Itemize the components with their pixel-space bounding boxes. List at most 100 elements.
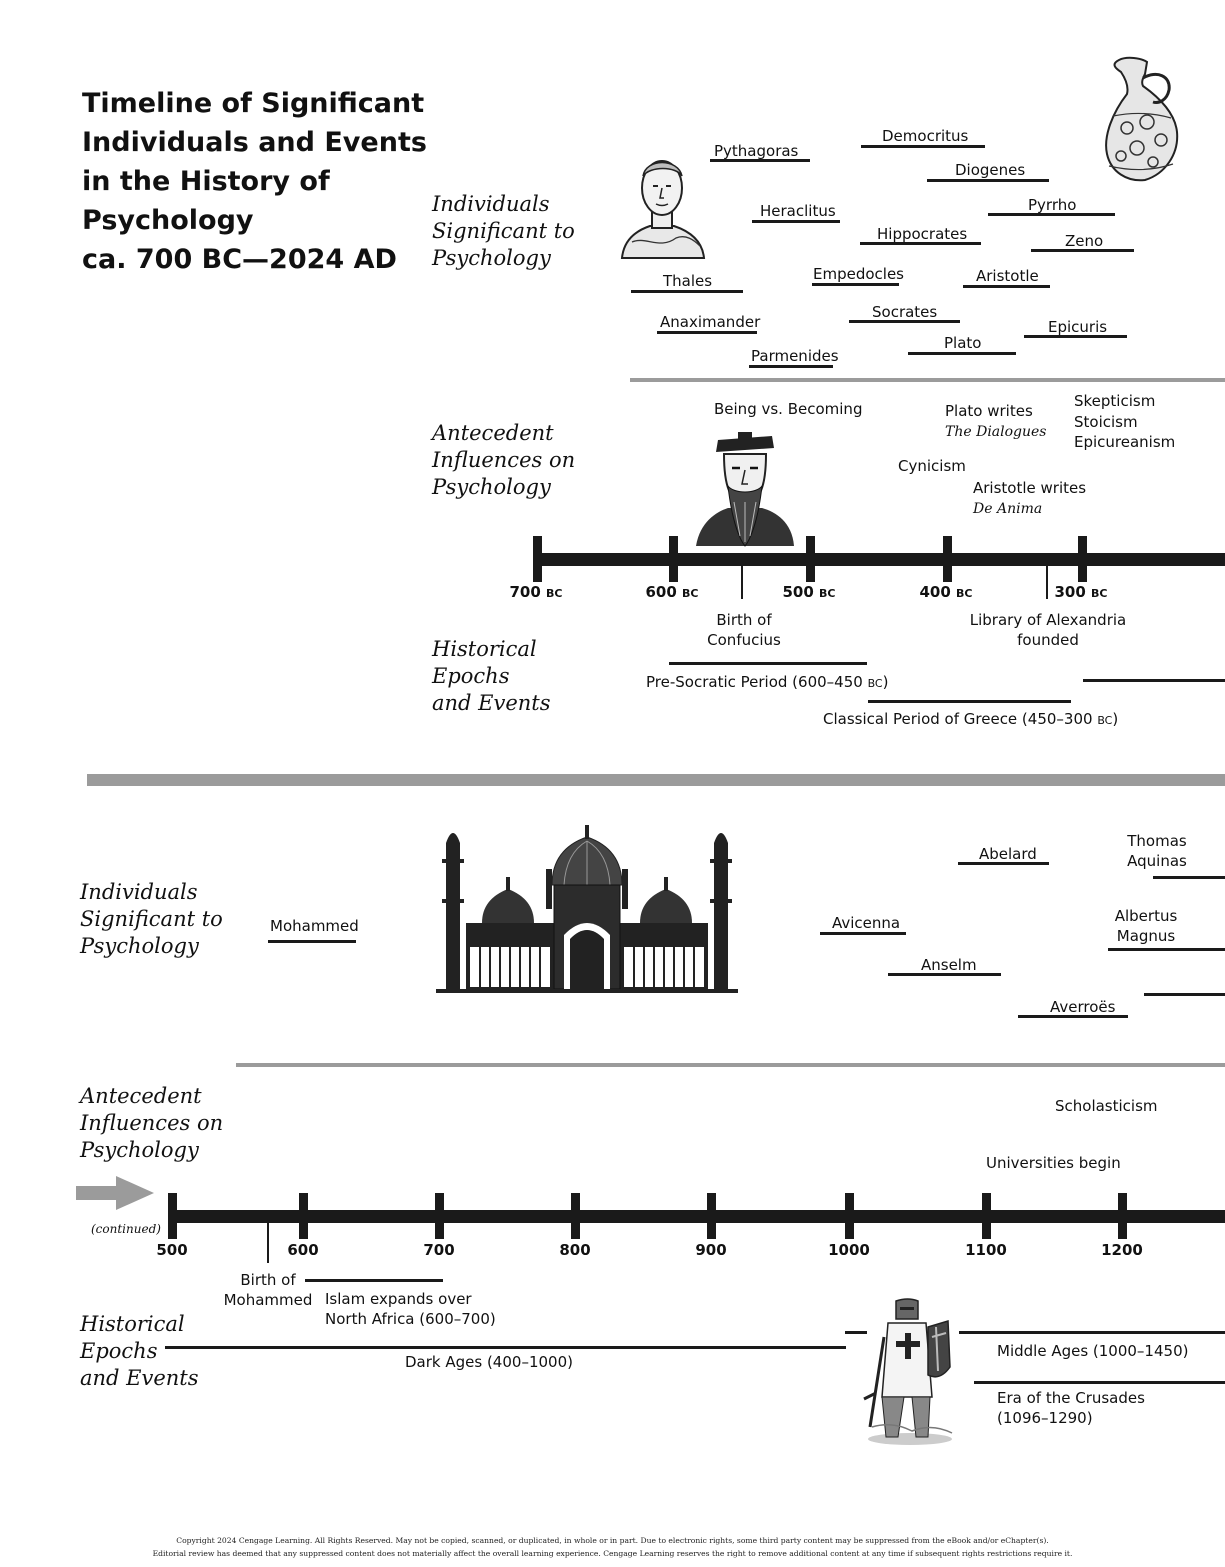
tick-label: 400 BC <box>919 583 973 601</box>
individual-label: Aristotle <box>976 267 1039 285</box>
individual-label: Pythagoras <box>714 142 799 160</box>
timeline-tick <box>845 1193 854 1239</box>
individual-lifespan-bar <box>908 352 1016 355</box>
section-divider <box>236 1063 1225 1067</box>
mosque-icon <box>436 825 738 993</box>
section-line: Psychology <box>80 934 199 958</box>
event-label: Birth of Confucius <box>684 610 804 650</box>
event-marker <box>1046 561 1048 599</box>
individual-lifespan-bar <box>1018 1015 1128 1018</box>
section-line: Individuals <box>432 192 550 216</box>
timeline-tick <box>982 1193 991 1239</box>
antecedent-label: Plato writes <box>945 402 1033 420</box>
antecedent-label: Stoicism <box>1074 413 1138 431</box>
individual-lifespan-bar <box>958 862 1049 865</box>
section-divider <box>630 378 1225 382</box>
section-line: Significant to <box>80 907 223 931</box>
individual-label: Heraclitus <box>760 202 836 220</box>
individual-label: Albertus Magnus <box>1104 906 1188 946</box>
section-line: Epochs <box>80 1339 158 1363</box>
individual-label: Diogenes <box>955 161 1026 179</box>
section-individuals-heading: Individuals Significant to Psychology <box>432 191 575 272</box>
event-marker <box>267 1218 269 1263</box>
title-line: ca. 700 BC—2024 AD <box>82 244 397 275</box>
epoch-bar <box>165 1346 846 1349</box>
section-line: and Events <box>432 691 551 715</box>
antecedent-label: The Dialogues <box>945 424 1047 440</box>
individual-lifespan-bar <box>752 220 840 223</box>
individual-lifespan-bar <box>749 365 833 368</box>
section-line: Historical <box>80 1312 185 1336</box>
epoch-bar <box>868 700 1071 703</box>
antecedent-label: Being vs. Becoming <box>714 400 863 418</box>
epoch-bar <box>1083 679 1225 682</box>
event-line: Era of the Crusades <box>997 1389 1145 1407</box>
timeline-tick <box>669 536 678 582</box>
individual-label: Socrates <box>872 303 938 321</box>
individual-label: Parmenides <box>751 347 839 365</box>
timeline-axis <box>168 1210 1225 1223</box>
individual-lifespan-bar <box>1144 993 1225 996</box>
section-line: Psychology <box>432 475 551 499</box>
section-line: Individuals <box>80 880 198 904</box>
timeline-tick <box>168 1193 177 1239</box>
title-line: Timeline of Significant <box>82 88 425 119</box>
antecedent-label: Scholasticism <box>1055 1097 1158 1115</box>
timeline-tick <box>1078 536 1087 582</box>
individual-label: Thomas Aquinas <box>1115 831 1199 871</box>
copyright-line: Copyright 2024 Cengage Learning. All Rig… <box>176 1536 1049 1545</box>
individual-label: Avicenna <box>832 914 901 932</box>
timeline-tick <box>571 1193 580 1239</box>
individual-label: Democritus <box>882 127 969 145</box>
individual-label: Epicuris <box>1048 318 1108 336</box>
tick-label: 700 BC <box>509 583 563 601</box>
tick-label: 800 <box>559 1241 591 1259</box>
panel-divider <box>87 774 1225 786</box>
antecedent-label: Universities begin <box>986 1154 1121 1172</box>
section-line: Antecedent <box>80 1084 202 1108</box>
section-line: Influences on <box>432 448 576 472</box>
section-line: Significant to <box>432 219 575 243</box>
event-line: Islam expands over <box>325 1290 472 1308</box>
tick-label: 1200 <box>1101 1241 1143 1259</box>
greek-vase-icon <box>1105 56 1179 182</box>
individual-label: Anselm <box>921 956 977 974</box>
individual-lifespan-bar <box>657 331 757 334</box>
event-line: Confucius <box>707 631 781 649</box>
event-marker <box>741 561 743 599</box>
individual-lifespan-bar <box>1153 876 1225 879</box>
epoch-bar <box>959 1331 1225 1334</box>
timeline-axis <box>533 553 1225 566</box>
section-line: and Events <box>80 1366 199 1390</box>
epoch-bar <box>974 1381 1225 1384</box>
tick-label: 1000 <box>828 1241 870 1259</box>
individual-lifespan-bar <box>710 159 810 162</box>
individual-lifespan-bar <box>860 242 981 245</box>
tick-label: 500 <box>156 1241 188 1259</box>
tick-label: 1100 <box>965 1241 1007 1259</box>
tick-label: 300 BC <box>1054 583 1108 601</box>
individual-label: Pyrrho <box>1028 196 1077 214</box>
timeline-tick <box>1118 1193 1127 1239</box>
section-historical-heading: Historical Epochs and Events <box>432 636 551 717</box>
individual-lifespan-bar <box>927 179 1049 182</box>
greek-bust-icon <box>620 160 706 259</box>
timeline-tick <box>299 1193 308 1239</box>
individual-label: Empedocles <box>813 265 904 283</box>
individual-label: Abelard <box>979 845 1037 863</box>
event-label: Islam expands over North Africa (600–700… <box>325 1289 496 1329</box>
section-line: Influences on <box>80 1111 224 1135</box>
continued-arrow-icon <box>76 1176 154 1210</box>
timeline-tick <box>435 1193 444 1239</box>
event-line: Birth of <box>716 611 772 629</box>
epoch-label: Era of the Crusades (1096–1290) <box>997 1388 1145 1428</box>
timeline-tick <box>707 1193 716 1239</box>
crusader-knight-icon <box>863 1298 953 1445</box>
antecedent-label: Aristotle writes <box>973 479 1087 497</box>
individual-lifespan-bar <box>1108 948 1225 951</box>
epoch-label: Dark Ages (400–1000) <box>405 1353 573 1371</box>
individual-line: Albertus <box>1114 907 1178 925</box>
section-individuals-heading: Individuals Significant to Psychology <box>80 879 223 960</box>
individual-lifespan-bar <box>268 940 356 943</box>
antecedent-label: Epicureanism <box>1074 433 1176 451</box>
